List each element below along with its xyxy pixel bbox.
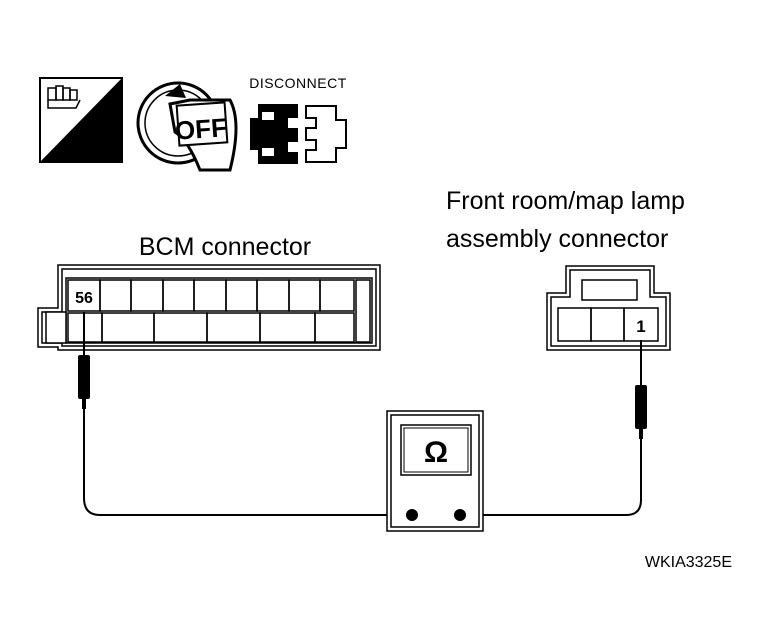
ohmmeter-terminal-left [406, 509, 418, 521]
bcm-test-lead [83, 409, 412, 516]
bcm-pin-56-label: 56 [75, 290, 93, 307]
lamp-connector-title-line2: assembly connector [446, 225, 668, 253]
figure-id: WKIA3325E [645, 554, 732, 571]
ohmmeter-terminal-right [454, 509, 466, 521]
ohmmeter: Ω [386, 410, 484, 532]
lamp-connector: 1 [546, 265, 671, 351]
lamp-pin-1-label: 1 [636, 317, 645, 336]
hs-icon-label: H.S. [78, 140, 115, 161]
disconnect-icon: DISCONNECT [249, 75, 347, 164]
bcm-connector: 56 [37, 264, 381, 351]
ohm-symbol: Ω [424, 436, 448, 469]
hs-icon: H.S. [39, 77, 123, 163]
disconnect-label: DISCONNECT [249, 75, 347, 91]
bcm-test-probe [78, 312, 90, 409]
ignition-off-icon: OFF [136, 81, 238, 172]
bcm-connector-title: BCM connector [139, 233, 311, 261]
lamp-test-lead [460, 439, 642, 516]
ignition-off-label: OFF [174, 112, 228, 146]
lamp-connector-title-line1: Front room/map lamp [446, 187, 685, 215]
lamp-test-probe [635, 340, 647, 439]
